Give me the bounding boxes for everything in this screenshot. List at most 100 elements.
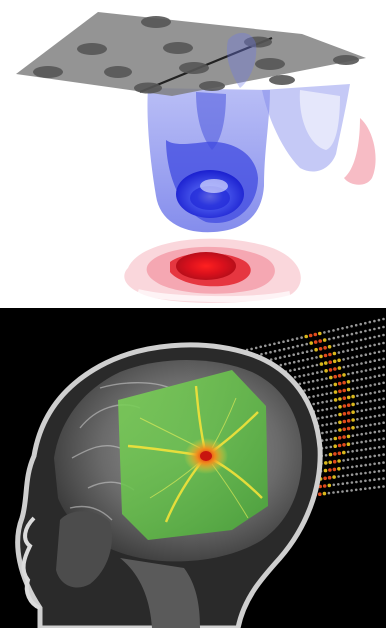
- sensor-dot: [347, 411, 351, 415]
- sensor-dot: [374, 407, 377, 410]
- sensor-dot: [359, 488, 362, 491]
- sensor-dot: [333, 352, 337, 356]
- sensor-dot: [351, 364, 354, 367]
- sensor-dot: [316, 379, 319, 382]
- sensor-dot: [337, 491, 340, 494]
- sensor-dot: [330, 399, 333, 402]
- sensor-dot: [308, 388, 311, 391]
- sensor-dot: [378, 367, 381, 370]
- sensor-dot: [382, 429, 385, 432]
- sensor-dot: [312, 380, 315, 383]
- sensor-dot: [378, 382, 381, 385]
- sensor-dot: [324, 369, 328, 373]
- sensor-dot: [342, 451, 346, 455]
- sensor-dot: [360, 331, 363, 334]
- sensor-dot: [321, 393, 324, 396]
- sensor-dot: [333, 367, 337, 371]
- sensor-dot: [373, 359, 376, 362]
- sensor-dot: [347, 357, 350, 360]
- sensor-dot: [318, 492, 322, 496]
- sensor-dot: [369, 337, 372, 340]
- sensor-dot: [356, 442, 359, 445]
- sensor-dot: [360, 433, 363, 436]
- sensor-dot: [361, 417, 364, 420]
- sensor-dot: [350, 489, 353, 492]
- sensor-dot: [302, 359, 305, 362]
- sensor-dot: [328, 492, 331, 495]
- sensor-dot: [382, 485, 385, 488]
- sensor-dot: [369, 408, 372, 411]
- sensor-dot: [329, 376, 333, 380]
- sensor-dot: [342, 373, 346, 377]
- sensor-dot: [342, 428, 346, 432]
- sensor-dot: [355, 347, 358, 350]
- sensor-dot: [369, 321, 372, 324]
- sensor-dot: [356, 449, 359, 452]
- sensor-dot: [333, 375, 337, 379]
- sensor-dot: [337, 475, 340, 478]
- sensor-dot: [382, 358, 385, 361]
- sensor-dot: [360, 339, 363, 342]
- sensor-dot: [325, 393, 328, 396]
- sensor-dot: [309, 334, 313, 338]
- sensor-dot: [347, 442, 351, 446]
- sensor-dot: [325, 446, 328, 449]
- sensor-dot: [326, 416, 329, 419]
- sensor-dot: [373, 447, 376, 450]
- sensor-dot: [288, 362, 291, 365]
- sensor-dot: [328, 338, 331, 341]
- sensor-dot: [310, 349, 313, 352]
- sensor-dot: [369, 353, 372, 356]
- sensor-dot: [373, 320, 376, 323]
- sensor-dot: [374, 439, 377, 442]
- sensor-dot: [338, 374, 342, 378]
- sensor-dot: [369, 329, 372, 332]
- sensor-dot: [341, 490, 344, 493]
- sensor-dot: [342, 435, 346, 439]
- sensor-dot: [352, 380, 355, 383]
- sensor-dot: [373, 336, 376, 339]
- sensor-dot: [374, 375, 377, 378]
- sensor-dot: [382, 437, 385, 440]
- sensor-dot: [328, 330, 331, 333]
- sensor-dot: [382, 398, 385, 401]
- sensor-dot: [356, 379, 359, 382]
- sensor-dot: [378, 335, 381, 338]
- sensor-dot: [364, 464, 367, 467]
- sensor-dot: [330, 384, 333, 387]
- sensor-dot: [333, 345, 336, 348]
- sensor-dot: [314, 333, 318, 337]
- sensor-dot: [369, 345, 372, 348]
- sensor-dot: [338, 444, 342, 448]
- red-volume-lower: [124, 239, 301, 303]
- sensor-dot: [323, 346, 327, 350]
- sensor-dot: [269, 351, 272, 354]
- sensor-dot: [347, 435, 351, 439]
- sensor-dot: [382, 382, 385, 385]
- sensor-dot: [365, 401, 368, 404]
- sensor-dot: [288, 354, 291, 357]
- sensor-dot: [365, 393, 368, 396]
- sensor-dot: [325, 377, 328, 380]
- sensor-dot: [351, 341, 354, 344]
- sensor-dot: [283, 355, 286, 358]
- sensor-dot: [338, 405, 342, 409]
- sensor-dot: [305, 343, 308, 346]
- sensor-dot: [306, 350, 309, 353]
- sensor-dot: [360, 378, 363, 381]
- sensor-dot: [360, 354, 363, 357]
- sensor-dot: [360, 464, 363, 467]
- sensor-dot: [337, 328, 340, 331]
- sensor-dot: [347, 451, 350, 454]
- sensor-dot: [342, 343, 345, 346]
- sensor-dot: [351, 450, 354, 453]
- sensor-dot: [356, 355, 359, 358]
- sensor-dot: [356, 402, 359, 405]
- sensor-dot: [374, 423, 377, 426]
- sensor-dot: [265, 352, 268, 355]
- sensor-dot: [343, 366, 346, 369]
- sensor-dot: [346, 326, 349, 329]
- sensor-dot: [316, 371, 319, 374]
- sensor-dot: [369, 439, 372, 442]
- sensor-dot: [292, 353, 295, 356]
